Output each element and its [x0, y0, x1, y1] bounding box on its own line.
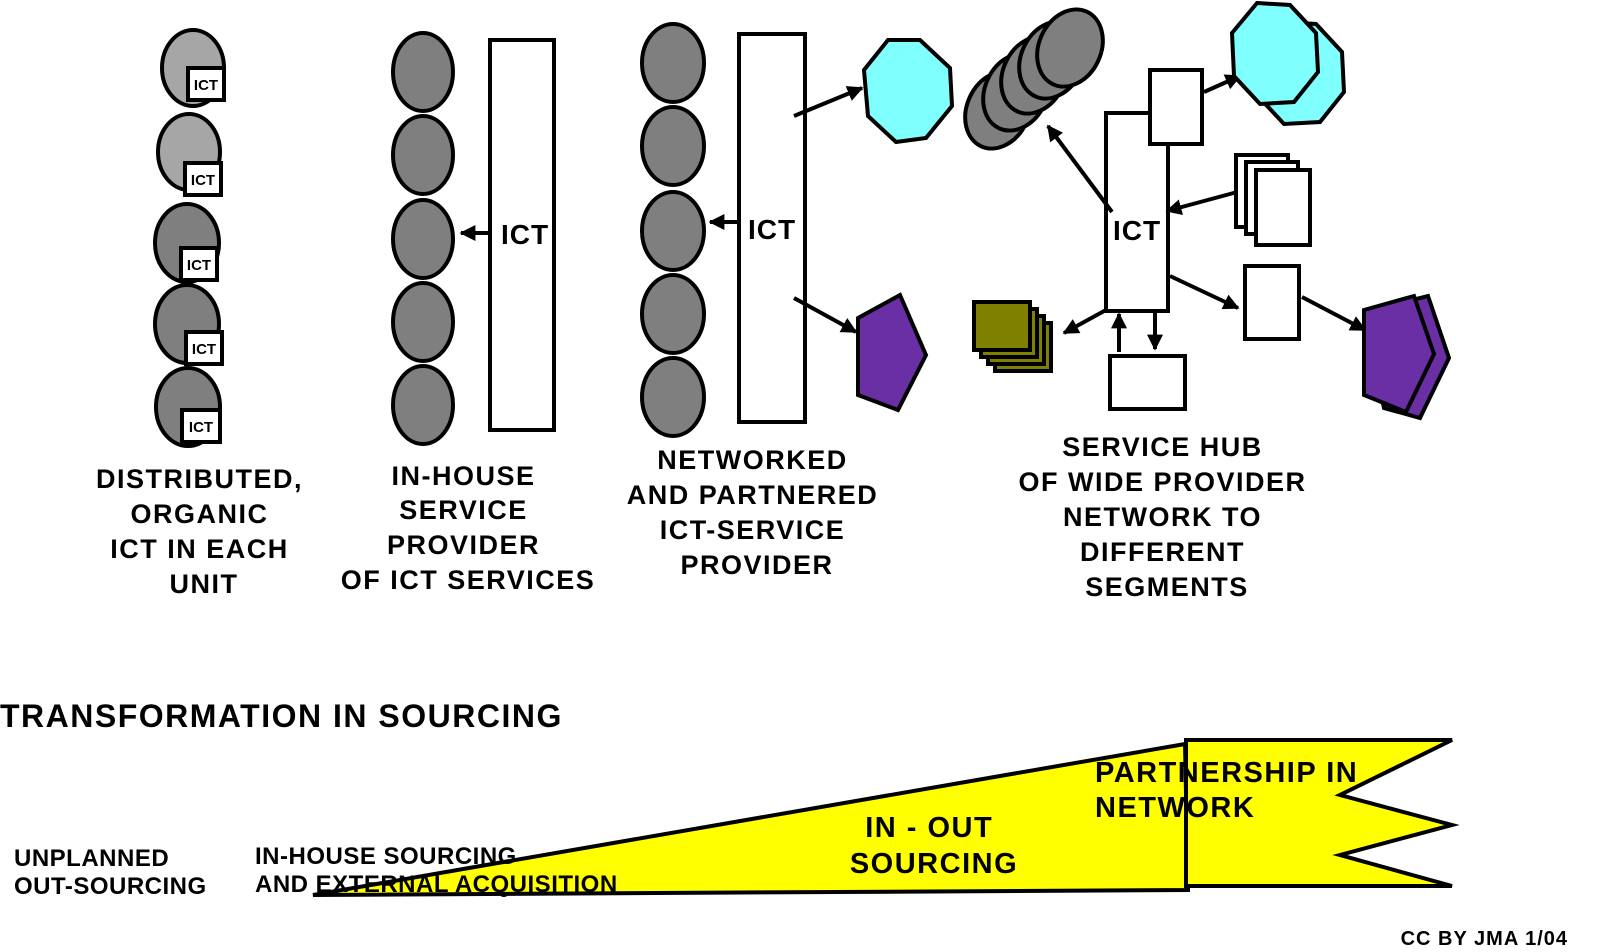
unit-circle	[391, 364, 455, 446]
unit-ict-label: ICT	[194, 77, 218, 94]
unit-ict-box	[186, 66, 226, 102]
unit-circle	[391, 31, 455, 113]
partnership-in-network-label: PARTNERSHIP IN NETWORK	[1095, 757, 1368, 824]
purple-hexagon-stack	[1362, 293, 1452, 421]
ict-bar	[488, 38, 556, 432]
in-house-sourcing-label: IN-HOUSE SOURCING AND EXTERNAL ACQUISITI…	[255, 843, 618, 898]
unit-circle	[640, 22, 706, 104]
unplanned-out-sourcing-label: UNPLANNED OUT-SOURCING	[14, 845, 207, 900]
unit-ict-label: ICT	[187, 257, 211, 274]
provider-box	[1148, 68, 1204, 146]
stage-4-caption: SERVICE HUB OF WIDE PROVIDER NETWORK TO …	[1018, 432, 1315, 602]
ict-bar-label: ICT	[748, 214, 796, 245]
unit-ict-label: ICT	[192, 341, 216, 358]
unit-circle	[391, 114, 455, 196]
unit-ict-label: ICT	[189, 419, 213, 436]
stage-3-caption: NETWORKED AND PARTNERED ICT-SERVICE PROV…	[627, 445, 888, 580]
unit-circle	[640, 273, 706, 355]
arrow-to-provider	[1169, 274, 1240, 310]
arrow-to-partner	[793, 86, 864, 118]
document-stack	[1234, 153, 1312, 247]
unit-circle	[640, 105, 706, 187]
unit-circle	[640, 356, 706, 438]
stage-1-caption: DISTRIBUTED, ORGANIC ICT IN EACH UNIT	[96, 464, 312, 599]
cyan-octagon-stack	[1229, 0, 1347, 127]
arrow-to-units	[1046, 124, 1114, 214]
arrow-to-purple	[1301, 295, 1367, 332]
unit-ict-box	[184, 330, 224, 366]
arrow-to-partner	[793, 296, 858, 334]
ict-hub-label: ICT	[1113, 215, 1161, 246]
olive-square-stack	[972, 300, 1053, 373]
partner-purple-pentagon	[856, 292, 929, 413]
unit-3: ICT	[153, 202, 221, 284]
unit-4: ICT	[153, 283, 224, 366]
stage-2-caption: IN-HOUSE SERVICE PROVIDER OF ICT SERVICE…	[341, 461, 596, 595]
unit-ict-label: ICT	[191, 172, 215, 189]
stage-3-networked-provider: ICT NETWORKED AND PARTNERED ICT-SERVICE …	[627, 22, 955, 580]
ict-bar	[737, 32, 807, 424]
transformation-scale: TRANSFORMATION IN SOURCING UNPLANNED OUT…	[0, 698, 1460, 900]
provider-box	[1108, 354, 1187, 411]
unit-1: ICT	[160, 28, 226, 108]
stage-4-service-hub: ICT	[963, 0, 1452, 602]
unit-ict-box	[183, 161, 223, 197]
transformation-title: TRANSFORMATION IN SOURCING	[0, 698, 563, 734]
stage-2-in-house-provider: ICT IN-HOUSE SERVICE PROVIDER OF ICT SER…	[341, 31, 596, 595]
unit-5: ICT	[154, 366, 222, 448]
provider-box	[1243, 264, 1301, 341]
in-out-sourcing-label: IN - OUT SOURCING	[850, 812, 1018, 880]
unit-ict-box	[179, 246, 219, 282]
unit-circle	[391, 281, 455, 363]
unit-ict-box	[180, 408, 222, 444]
unit-2: ICT	[156, 112, 223, 197]
unit-circle	[640, 190, 706, 272]
partner-cyan-octagon	[861, 38, 955, 145]
unit-circle	[391, 198, 455, 280]
partnership-flag	[1184, 738, 1460, 888]
stage-1-distributed-ict: ICT ICT ICT ICT ICT DISTRIBUTED, ORGANIC…	[96, 28, 312, 599]
arrow-from-documents	[1165, 189, 1242, 215]
ict-bar-label: ICT	[501, 219, 549, 250]
unit-circle-stack	[963, 7, 1105, 151]
arrow-to-olive-stack	[1062, 308, 1107, 335]
credit-label: CC BY JMA 1/04	[1401, 928, 1568, 950]
